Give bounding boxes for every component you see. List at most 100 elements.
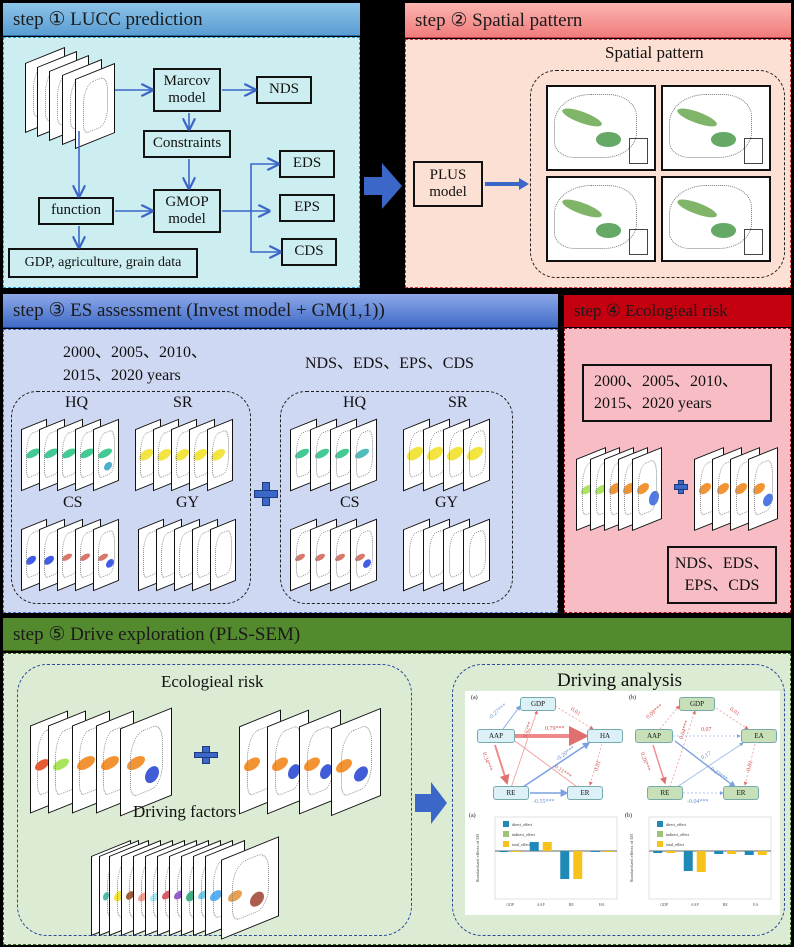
arrow-to-eds bbox=[250, 164, 278, 211]
sem-a-coef: 0.79*** bbox=[545, 726, 565, 732]
bar-total bbox=[603, 851, 613, 852]
arrow-step1-to-step2-icon bbox=[364, 163, 402, 209]
bar-direct bbox=[529, 842, 539, 851]
spatial-map-3 bbox=[546, 176, 656, 262]
sem-a-tag: (a) bbox=[471, 695, 478, 701]
sem-a-node-gdp: GDP bbox=[520, 697, 556, 711]
step4-years-line2: 2015、2020 years bbox=[594, 395, 712, 412]
data-box: GDP, agriculture, grain data bbox=[8, 248, 198, 278]
eps-box: EPS bbox=[279, 194, 335, 222]
driving-factors-label: Driving factors bbox=[133, 802, 237, 821]
bar-direct bbox=[590, 851, 600, 852]
nds-box: NDS bbox=[256, 76, 312, 104]
sem-a-node-aap: AAP bbox=[477, 729, 515, 743]
gy-label-right: GY bbox=[435, 494, 459, 511]
arrow-to-driving-analysis-icon bbox=[415, 782, 447, 824]
x-tick-label: AAP bbox=[537, 902, 546, 907]
bar-total bbox=[727, 851, 737, 854]
sem-diagrams bbox=[494, 705, 756, 797]
bar-total bbox=[696, 851, 706, 872]
bar-chart-b: Standardized effects of ERdirect_effecti… bbox=[629, 816, 772, 907]
spatial-pattern-label: Spatial pattern bbox=[605, 43, 704, 62]
sem-b-node-er: ER bbox=[723, 786, 759, 800]
step3-years-line1: 2000、2005、2010、 bbox=[63, 344, 208, 361]
cs-label-left: CS bbox=[63, 494, 83, 511]
bar-a-tag: (a) bbox=[469, 813, 476, 819]
marcov-model-box: Marcov model bbox=[153, 68, 221, 112]
step4-years-box: 2000、2005、2010、 2015、2020 years bbox=[582, 364, 772, 422]
sem-a-node-ha: HA bbox=[587, 729, 623, 743]
step3-years-line2: 2015、2020 years bbox=[63, 367, 181, 384]
step2-title: step ② Spatial pattern bbox=[415, 9, 583, 31]
spatial-map-2 bbox=[661, 85, 771, 171]
bar-direct bbox=[744, 851, 754, 855]
sr-label-left: SR bbox=[173, 394, 193, 411]
sem-a-edge-re-ha bbox=[519, 742, 591, 790]
bar-total bbox=[666, 851, 676, 853]
cds-box: CDS bbox=[281, 238, 337, 266]
sem-a-edge-ha-er bbox=[588, 743, 603, 786]
bar-direct bbox=[683, 851, 693, 871]
step4-panel: step ④ Ecologieal risk 2000、2005、2010、 2… bbox=[564, 295, 791, 613]
eds-box: EDS bbox=[279, 150, 335, 178]
bar-chart-a: Standardized effects of ERdirect_effecti… bbox=[475, 816, 618, 907]
driving-analysis-figure: (a) GDP AAP HA RE ER -0.27*** 0.62** 0.0… bbox=[465, 691, 780, 915]
bar-total bbox=[757, 851, 767, 855]
legend-label: indirect_effect bbox=[512, 832, 536, 837]
sem-a-node-re: RE bbox=[493, 786, 529, 800]
sem-b-edge-ea-er bbox=[743, 743, 756, 786]
step3-panel: step ③ ES assessment (Invest model + GM(… bbox=[3, 294, 558, 613]
sem-b-edge-aap-er bbox=[674, 740, 737, 788]
function-box: function bbox=[38, 197, 114, 225]
sem-a-edge-aap-re bbox=[494, 744, 510, 785]
sem-b-coef: -0.04*** bbox=[687, 799, 709, 805]
x-tick-label: RE bbox=[723, 902, 729, 907]
sem-b-edge-gdp-ea bbox=[712, 705, 749, 730]
sem-a-edge-aap-er bbox=[514, 740, 581, 790]
step2-panel: step ② Spatial pattern PLUS model Spatia… bbox=[405, 3, 791, 288]
step4-scen-line1: NDS、EDS、 bbox=[674, 554, 770, 572]
constraints-box: Constraints bbox=[143, 130, 231, 158]
legend-swatch bbox=[503, 821, 509, 827]
legend-swatch bbox=[503, 841, 509, 847]
step4-plus-icon bbox=[674, 480, 688, 494]
legend-label: direct_effect bbox=[666, 822, 687, 827]
sem-b-tag: (b) bbox=[629, 695, 636, 701]
driving-analysis-group bbox=[452, 664, 785, 936]
plus-icon bbox=[254, 482, 278, 506]
bar-direct bbox=[714, 851, 724, 854]
sem-a-node-er: ER bbox=[567, 786, 603, 800]
plot-frame bbox=[494, 816, 618, 900]
spatial-pattern-group bbox=[530, 70, 785, 278]
step3-title: step ③ ES assessment (Invest model + GM(… bbox=[13, 300, 385, 321]
step1-arrows bbox=[3, 3, 360, 288]
plus-to-pattern-arrow bbox=[485, 178, 529, 190]
step4-scen-line2: EPS、CDS bbox=[684, 577, 760, 594]
bar-b-tag: (b) bbox=[625, 813, 632, 819]
step3-header: step ③ ES assessment (Invest model + GM(… bbox=[3, 294, 558, 328]
step4-header: step ④ Ecologieal risk bbox=[564, 295, 791, 327]
step5-header: step ⑤ Drive exploration (PLS-SEM) bbox=[3, 618, 791, 651]
gy-label-left: GY bbox=[176, 494, 200, 511]
sem-b-edge-aap-re bbox=[652, 744, 667, 785]
sem-b-edge-re-ea bbox=[676, 742, 744, 788]
sem-b-edge-re-gdp bbox=[669, 710, 696, 788]
step5-title: step ⑤ Drive exploration (PLS-SEM) bbox=[13, 623, 301, 645]
es-scenario-group bbox=[280, 391, 513, 604]
legend-label: total_effect bbox=[512, 842, 531, 847]
sem-a-edge-aap-gdp bbox=[502, 705, 521, 730]
eco-risk-label: Ecologieal risk bbox=[161, 672, 264, 691]
legend-swatch bbox=[657, 831, 663, 837]
step2-header: step ② Spatial pattern bbox=[405, 3, 791, 38]
bar-total bbox=[512, 851, 522, 852]
step4-title: step ④ Ecologieal risk bbox=[574, 301, 728, 320]
plus-model-box: PLUS model bbox=[413, 161, 483, 207]
x-tick-label: GDP bbox=[660, 902, 669, 907]
sem-b-node-re: RE bbox=[647, 786, 683, 800]
bar-total bbox=[573, 851, 583, 879]
bar-total bbox=[542, 842, 552, 851]
legend-swatch bbox=[657, 821, 663, 827]
bar-direct bbox=[499, 851, 509, 852]
step1-panel: step ① LUCC prediction Marcov model NDS … bbox=[3, 3, 360, 288]
legend-swatch bbox=[657, 841, 663, 847]
